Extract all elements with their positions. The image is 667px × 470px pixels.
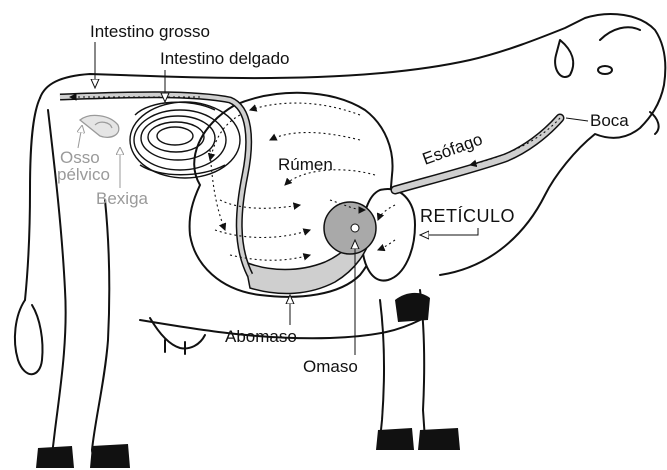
intestino-delgado-label: Intestino delgado [160,49,290,68]
boca-label: Boca [590,111,629,130]
hooves [36,293,460,468]
osso-pelvico-label-line2: pélvico [57,165,110,184]
label-boca: Boca [566,111,629,130]
omaso-label: Omaso [303,357,358,376]
omaso-shape [324,202,376,254]
rumen-label: Rúmen [278,155,333,174]
esofago-tube [395,118,560,190]
intestino-grosso-label: Intestino grosso [90,22,210,41]
label-reticulo: RETÍCULO [420,206,515,235]
osso-pelvico-shape [80,115,119,137]
bexiga-label: Bexiga [96,189,149,208]
abomaso-label: Abomaso [225,327,297,346]
label-abomaso: Abomaso [225,295,297,346]
rumen-outline [190,93,393,297]
reticulo-label: RETÍCULO [420,206,515,226]
